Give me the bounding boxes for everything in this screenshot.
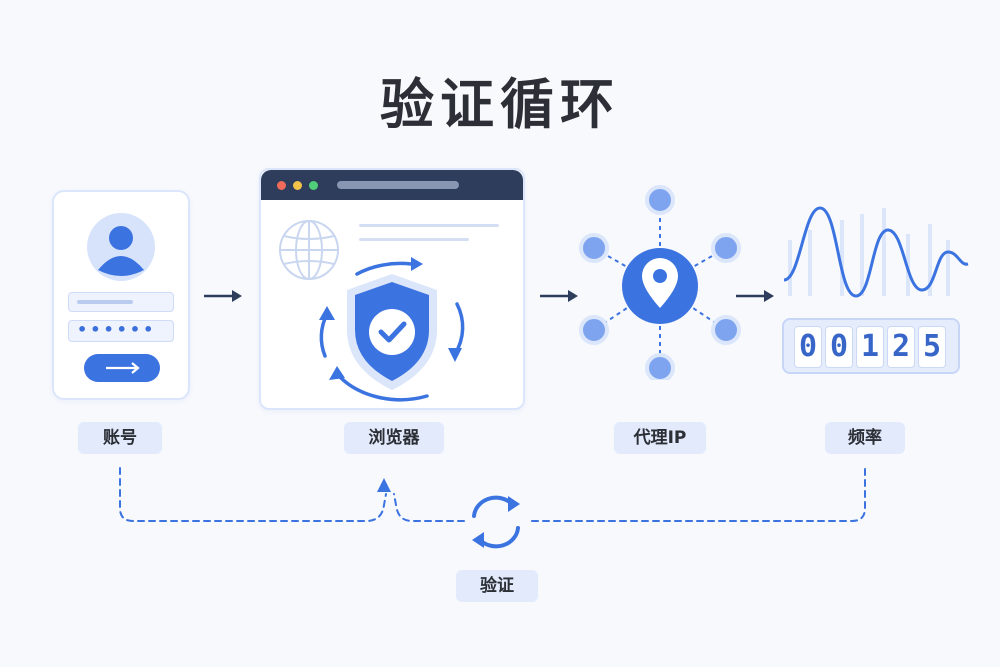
user-avatar-icon: [87, 213, 155, 281]
counter-digit: 5: [918, 326, 946, 368]
content-line: [359, 238, 469, 241]
username-placeholder-bar: [77, 300, 133, 304]
counter-digit: 1: [856, 326, 884, 368]
node-label-browser: 浏览器: [344, 422, 444, 454]
counter-digit: 0: [825, 326, 853, 368]
account-card: ••••••: [52, 190, 190, 400]
diagram-title: 验证循环: [380, 73, 620, 136]
node-label-frequency: 频率: [825, 422, 905, 454]
maximize-dot-icon: [309, 181, 318, 190]
close-dot-icon: [277, 181, 286, 190]
node-label-proxy: 代理IP: [614, 422, 706, 454]
login-submit-button[interactable]: [84, 354, 160, 382]
minimize-dot-icon: [293, 181, 302, 190]
address-bar: [337, 181, 459, 189]
frequency-wave-icon: [783, 206, 969, 298]
username-field[interactable]: [68, 292, 174, 312]
counter-digit: 0: [794, 326, 822, 368]
center-label-verify: 验证: [456, 570, 538, 602]
flow-arrow: [736, 290, 774, 302]
globe-icon: [279, 220, 339, 280]
proxy-network-icon: [579, 185, 741, 380]
browser-title-bar: [261, 170, 523, 200]
shield-check-icon: [319, 257, 465, 402]
flow-arrow: [540, 290, 578, 302]
frequency-counter: 0 0 1 2 5: [782, 318, 960, 374]
counter-digit: 2: [887, 326, 915, 368]
flow-arrow: [204, 290, 242, 302]
refresh-cycle-icon: [472, 495, 520, 549]
browser-window: [259, 168, 525, 410]
password-mask: ••••••: [77, 320, 157, 339]
node-label-account: 账号: [78, 422, 162, 454]
password-field[interactable]: ••••••: [68, 320, 174, 342]
content-line: [359, 224, 499, 227]
